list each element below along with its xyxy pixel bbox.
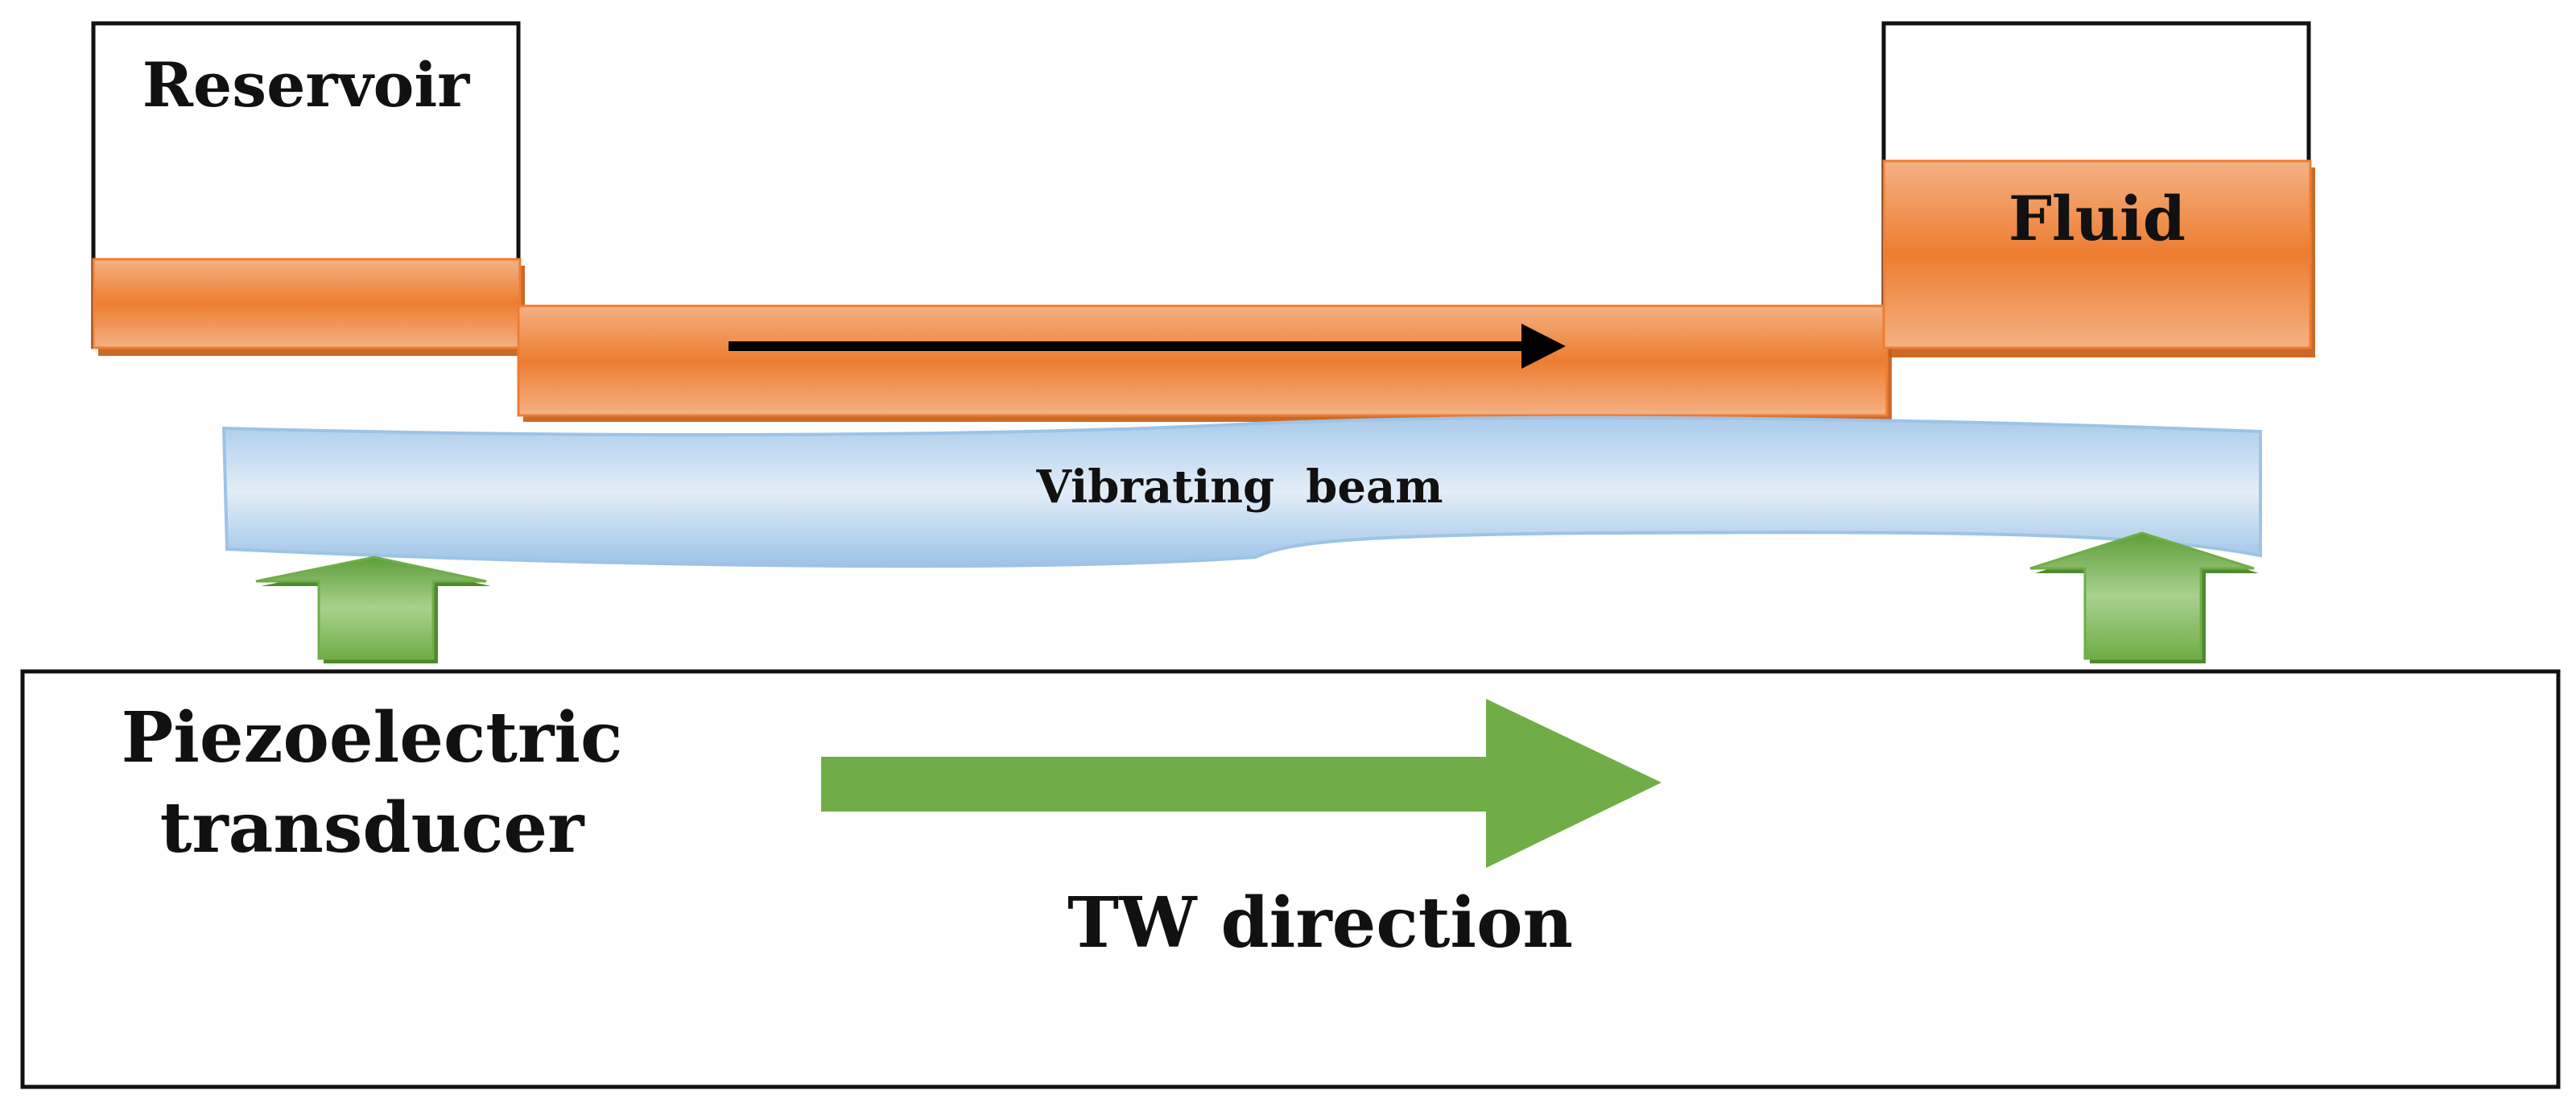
beam-label: Vibrating beam (1035, 461, 1443, 514)
transducer-label-line2: transducer (160, 787, 585, 869)
right-actuation-arrow (2029, 531, 2259, 663)
tw-direction-label: TW direction (1067, 882, 1573, 964)
fluid-label: Fluid (2008, 183, 2186, 254)
tw-direction-arrow (821, 699, 1662, 868)
transducer-label-line1: Piezoelectric (122, 697, 623, 779)
flow-arrow (729, 324, 1566, 369)
left-actuation-arrow (255, 556, 491, 663)
reservoir-label: Reservoir (142, 49, 470, 121)
piezoelectric-transducer-box (20, 669, 2561, 1089)
